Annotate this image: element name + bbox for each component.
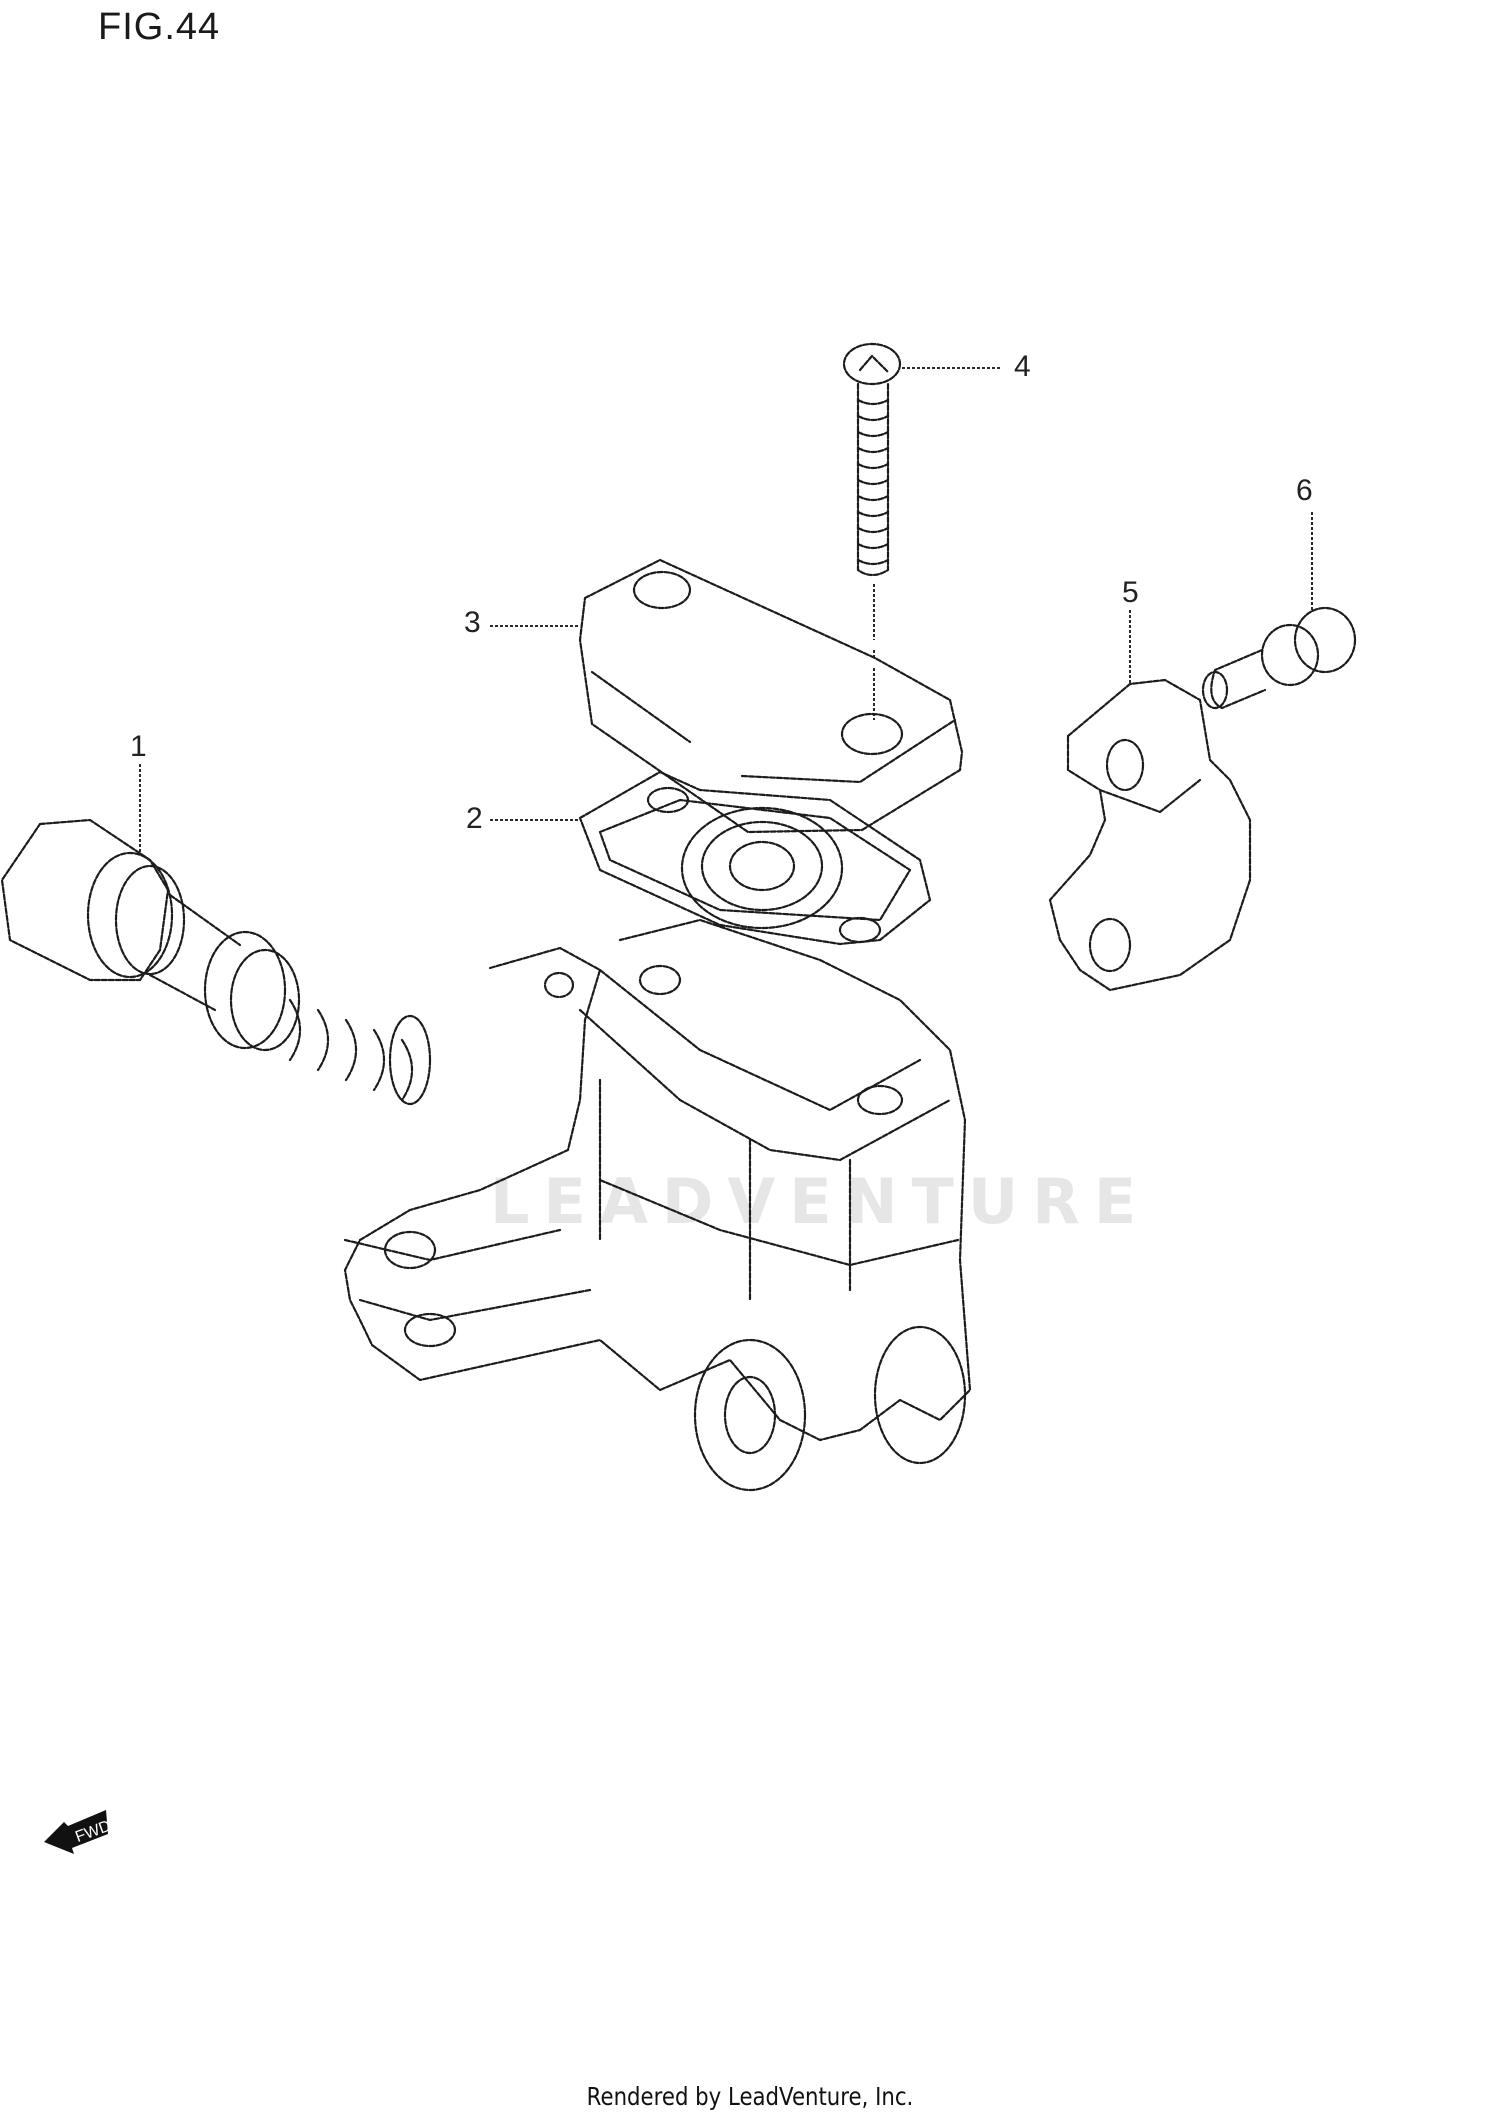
part-4-screw[interactable] xyxy=(842,342,1000,720)
callout-6[interactable]: 6 xyxy=(1296,474,1313,507)
figure-title: FIG.44 xyxy=(98,6,221,48)
master-cylinder-body[interactable] xyxy=(343,918,972,1492)
callout-3[interactable]: 3 xyxy=(464,606,481,639)
footer-credit: Rendered by LeadVenture, Inc. xyxy=(586,2082,914,2111)
fwd-direction-indicator: FWD xyxy=(38,1800,118,1861)
part-2-diaphragm[interactable] xyxy=(490,770,932,946)
part-6-bolt[interactable] xyxy=(1201,512,1357,710)
watermark: LEADVENTURE xyxy=(490,1165,1151,1238)
callout-2[interactable]: 2 xyxy=(466,802,483,835)
part-5-clamp-bracket[interactable] xyxy=(1048,610,1252,992)
part-3-cap[interactable] xyxy=(490,558,964,834)
part-1-piston-assembly[interactable] xyxy=(0,764,432,1106)
callout-1[interactable]: 1 xyxy=(130,730,147,763)
fwd-arrow-icon: FWD xyxy=(44,1810,113,1854)
callout-4[interactable]: 4 xyxy=(1014,350,1031,383)
callout-5[interactable]: 5 xyxy=(1122,576,1139,609)
